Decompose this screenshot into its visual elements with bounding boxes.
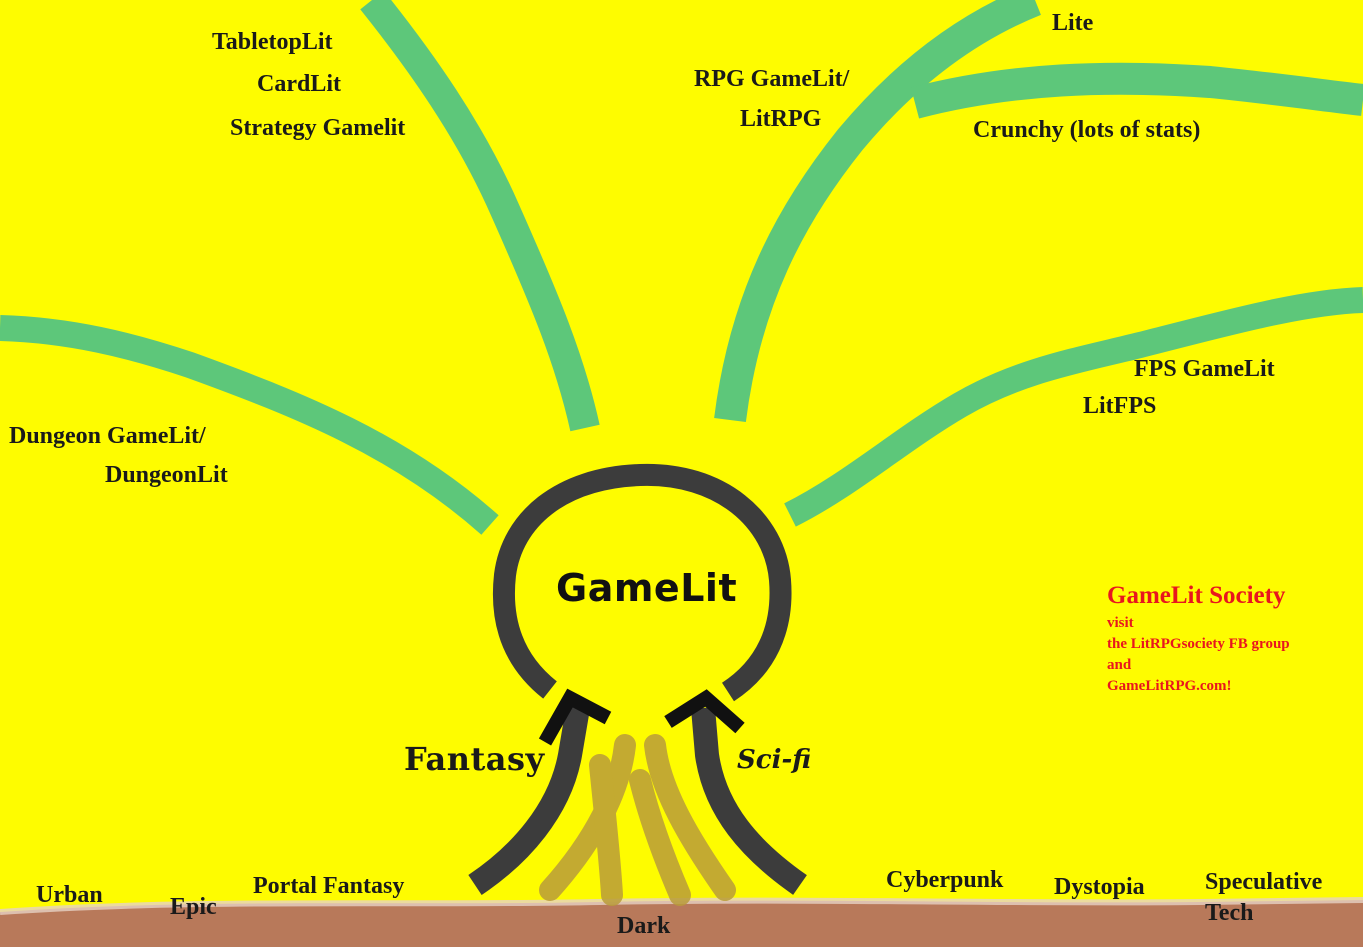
label-urban: Urban <box>36 882 103 908</box>
label-tabletoplit: TabletopLit <box>212 29 333 55</box>
label-tech: Tech <box>1205 900 1254 926</box>
label-crunchy: Crunchy (lots of stats) <box>973 117 1201 143</box>
root-arrows <box>468 705 807 895</box>
dark-root <box>539 734 736 906</box>
label-speculative: Speculative <box>1205 869 1323 895</box>
label-rpg-gamelit: RPG GameLit/ <box>694 66 850 92</box>
center-label: GameLit <box>556 566 738 610</box>
branches <box>0 0 1363 535</box>
branch-left <box>0 315 499 535</box>
fantasy-root <box>468 705 590 895</box>
promo-line: GameLitRPG.com! <box>1107 678 1232 694</box>
label-dystopia: Dystopia <box>1054 874 1145 900</box>
scifi-root <box>691 706 807 895</box>
ground-highlight <box>0 897 1363 915</box>
branch-rpg-subtypes <box>910 62 1363 119</box>
branch-right <box>784 287 1363 527</box>
fantasy-arrow-head <box>538 688 612 746</box>
label-cyberpunk: Cyberpunk <box>886 867 1004 893</box>
label-fps-gamelit: FPS GameLit <box>1134 356 1275 382</box>
label-litrpg: LitRPG <box>740 106 822 132</box>
label-fantasy: Fantasy <box>404 740 545 778</box>
label-dungeon-gamelit: Dungeon GameLit/ <box>9 423 206 449</box>
arrow-heads <box>538 688 745 746</box>
gamelit-ring <box>492 463 792 702</box>
promo-line: visit <box>1107 615 1134 631</box>
label-strategy-gamelit: Strategy Gamelit <box>230 115 406 141</box>
label-scifi: Sci-fi <box>737 745 812 775</box>
label-epic: Epic <box>170 894 217 920</box>
branch-upper-left <box>360 0 600 432</box>
promo-title: GameLit Society <box>1107 582 1286 609</box>
promo-line: the LitRPGsociety FB group <box>1107 636 1290 652</box>
scifi-arrow-head <box>664 689 745 734</box>
label-dungeonlit: DungeonLit <box>105 462 228 488</box>
label-portal-fantasy: Portal Fantasy <box>253 873 405 899</box>
ground <box>0 900 1363 947</box>
label-cardlit: CardLit <box>257 71 341 97</box>
label-lite: Lite <box>1052 10 1094 36</box>
label-dark: Dark <box>617 913 671 939</box>
label-litfps: LitFPS <box>1083 393 1157 419</box>
promo-line: and <box>1107 657 1132 673</box>
branch-upper-right <box>714 0 1041 422</box>
